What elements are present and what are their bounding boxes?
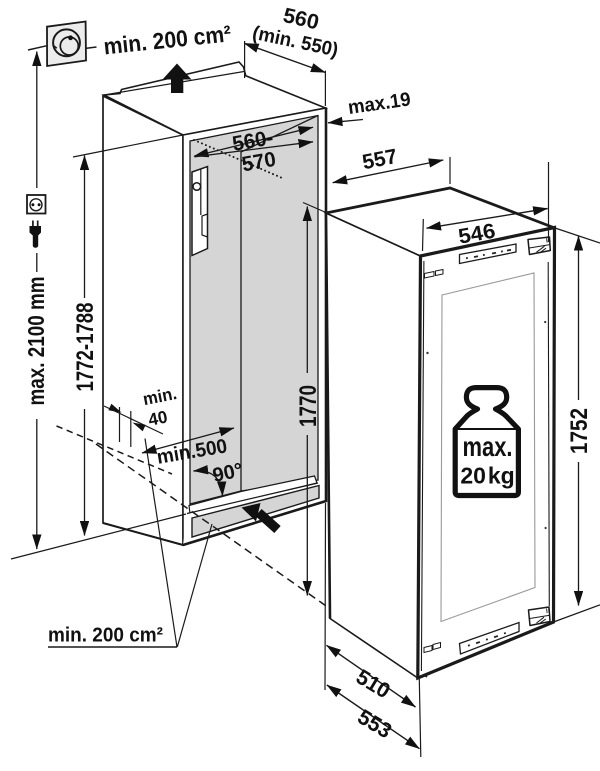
svg-text:1772-1788: 1772-1788 <box>72 303 99 392</box>
svg-text:min. 200 cm²: min. 200 cm² <box>102 20 232 59</box>
svg-text:max.: max. <box>463 431 513 462</box>
svg-text:max.19: max.19 <box>347 88 413 119</box>
svg-text:max. 2100 mm: max. 2100 mm <box>23 277 49 406</box>
svg-text:553: 553 <box>353 705 395 744</box>
svg-text:min. 200 cm²: min. 200 cm² <box>48 624 163 647</box>
svg-text:20 kg: 20 kg <box>460 463 514 489</box>
svg-text:510: 510 <box>352 665 394 704</box>
svg-text:1752: 1752 <box>566 408 593 454</box>
svg-text:1770: 1770 <box>295 385 322 427</box>
svg-text:40: 40 <box>147 406 170 429</box>
